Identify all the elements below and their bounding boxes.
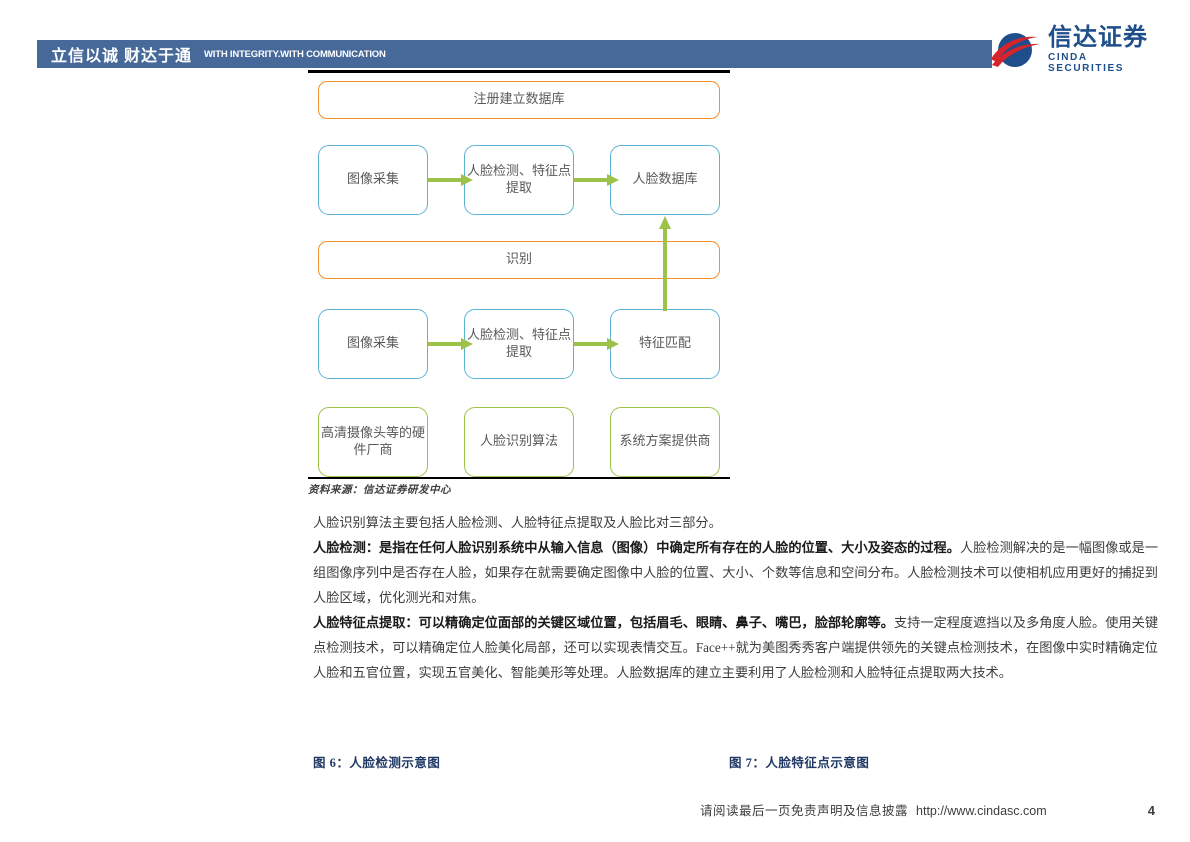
footer-url[interactable]: http://www.cindasc.com [916,804,1047,818]
flow-arrow-right-3 [428,337,474,351]
figure-rule-top [308,70,730,73]
paragraph-feature-extraction-body: 支持一定程度遮挡以及多角度人脸。使用关键点检测技术，可以精确定位人脸美化局部，还… [313,615,1159,680]
flow-node-detect-1: 人脸检测、特征点提取 [464,144,574,215]
paragraph-face-detection-body: 人脸检测解决的是一幅图像或是一组图像序列中是否存在人脸，如果存在就需要确定图像中… [313,540,1159,605]
logo-name-cn: 信达证券 [1048,24,1148,51]
flow-band-register: 注册建立数据库 [318,80,720,119]
figure-rule-bottom [308,476,730,479]
flow-node-algorithm-vendor: 人脸识别算法 [464,406,574,477]
flow-arrow-up-match-to-database [658,215,672,311]
flow-node-capture-2: 图像采集 [318,308,428,379]
flow-node-hardware-vendor: 高清摄像头等的硬件厂商 [318,406,428,477]
logo-name-en: CINDA SECURITIES [1048,52,1125,75]
flow-arrow-right-4 [574,337,620,351]
company-logo: 信达证券 CINDA SECURITIES [990,24,1155,75]
footer-disclaimer: 请阅读最后一页免责声明及信息披露 [700,804,909,818]
flow-arrow-right-2 [574,173,620,187]
flow-node-face-database: 人脸数据库 [610,144,720,215]
flow-node-detect-2: 人脸检测、特征点提取 [464,308,574,379]
flow-node-system-vendor: 系统方案提供商 [610,406,720,477]
flow-band-recognize: 识别 [318,240,720,279]
figure-source-note: 资料来源：信达证券研发中心 [308,485,451,496]
logo-text: 信达证券 CINDA SECURITIES [1048,24,1155,75]
header-slogan-cn: 立信以诚 财达于通 [51,48,193,65]
page-footer: 请阅读最后一页免责声明及信息披露 http://www.cindasc.com … [700,800,1155,819]
flow-node-capture-1: 图像采集 [318,144,428,215]
paragraph-feature-extraction-lead: 人脸特征点提取：可以精确定位面部的关键区域位置，包括眉毛、眼睛、鼻子、嘴巴，脸部… [313,615,894,630]
flowchart-canvas: 注册建立数据库 识别 图像采集 人脸检测、特征点提取 人脸数据库 图像采集 人脸… [308,73,730,477]
flow-arrow-right-1 [428,173,474,187]
paragraph-face-detection: 人脸检测：是指在任何人脸识别系统中从输入信息（图像）中确定所有存在的人脸的位置、… [313,535,1158,610]
header-slogan-en: WITH INTEGRITY.WITH COMMUNICATION [204,48,386,60]
face-recognition-flowchart: 注册建立数据库 识别 图像采集 人脸检测、特征点提取 人脸数据库 图像采集 人脸… [308,70,730,497]
body-text: 人脸识别算法主要包括人脸检测、人脸特征点提取及人脸比对三部分。 人脸检测：是指在… [313,510,1158,685]
header-band: 立信以诚 财达于通 WITH INTEGRITY.WITH COMMUNICAT… [37,40,992,68]
caption-figure-6: 图 6：人脸检测示意图 [313,756,441,770]
flow-node-feature-match: 特征匹配 [610,308,720,379]
footer-page-number: 4 [1147,803,1155,818]
paragraph-overview: 人脸识别算法主要包括人脸检测、人脸特征点提取及人脸比对三部分。 [313,515,722,530]
paragraph-feature-extraction: 人脸特征点提取：可以精确定位面部的关键区域位置，包括眉毛、眼睛、鼻子、嘴巴，脸部… [313,610,1158,685]
cinda-globe-icon [990,29,1042,71]
paragraph-face-detection-lead: 人脸检测：是指在任何人脸识别系统中从输入信息（图像）中确定所有存在的人脸的位置、… [313,540,960,555]
caption-figure-7: 图 7：人脸特征点示意图 [729,756,870,770]
